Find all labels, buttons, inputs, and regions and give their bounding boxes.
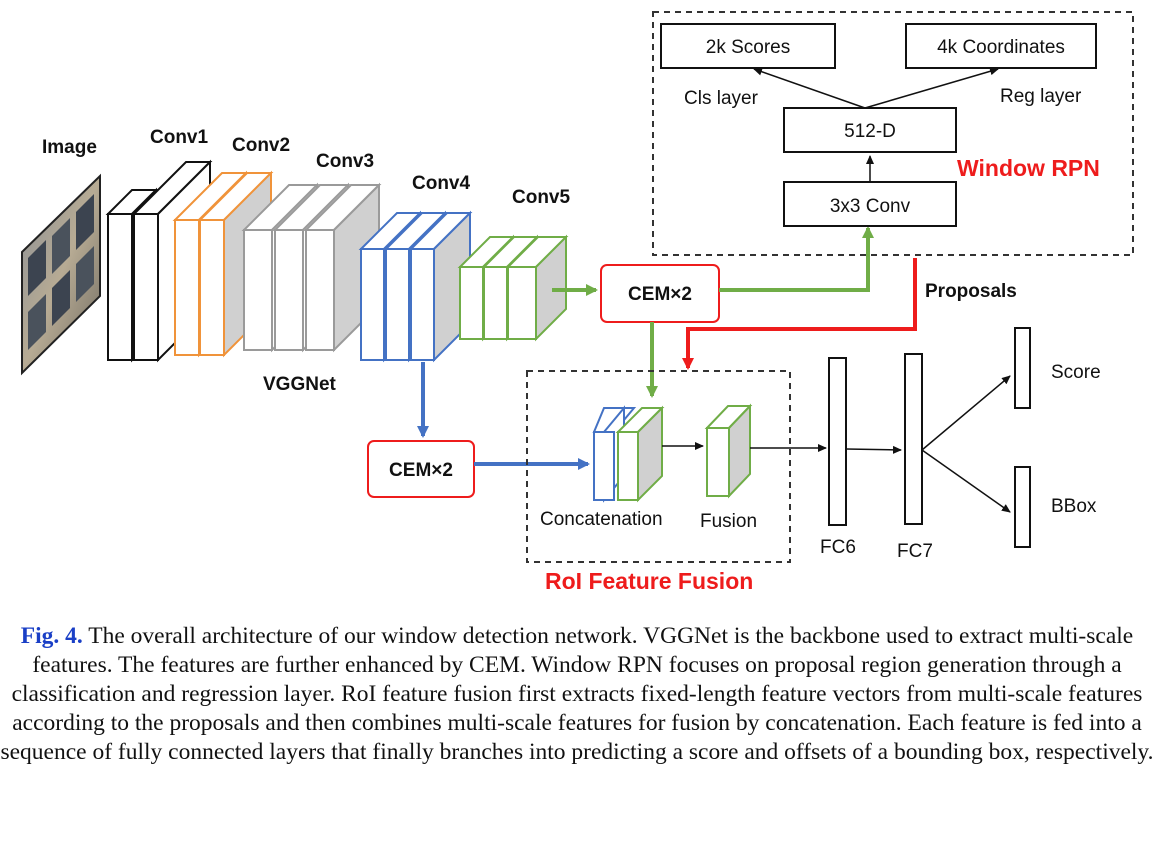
fusion-label: Fusion: [700, 511, 757, 532]
cem-top-box: [600, 264, 720, 323]
image-label: Image: [42, 137, 97, 158]
conv1-label: Conv1: [150, 127, 209, 148]
to-scores-arrow: [753, 67, 866, 109]
reg-layer-label: Reg layer: [1000, 86, 1082, 107]
coords-box: [905, 23, 1097, 69]
fc7-to-score-arrow: [921, 375, 1011, 451]
coords-box-label: 4k Coordinates: [937, 37, 1065, 58]
vggnet-label: VGGNet: [263, 374, 337, 395]
d512-box-label: 512-D: [844, 121, 896, 142]
conv5-label: Conv5: [512, 187, 571, 208]
conv3x3-box-label: 3x3 Conv: [830, 196, 911, 217]
bbox-output: [1014, 466, 1031, 548]
conv5-block: [457, 234, 569, 342]
to-coords-arrow: [864, 67, 999, 109]
scores-box-label: 2k Scores: [706, 37, 790, 58]
conv2-label: Conv2: [232, 135, 290, 156]
conv3x3-box: [783, 181, 957, 227]
fc6-layer: [828, 357, 847, 526]
concat-block: [592, 405, 665, 503]
fc6-to-fc7-arrow: [845, 445, 902, 454]
scores-box: [660, 23, 836, 69]
cem-to-rpn-arrow: [719, 226, 874, 292]
cem-bottom-label: CEM×2: [389, 460, 453, 481]
window-rpn-region: [652, 11, 1134, 256]
caption-text: The overall architecture of our window d…: [0, 623, 1154, 765]
concatenation-label: Concatenation: [540, 509, 663, 530]
cem-top-label: CEM×2: [628, 284, 692, 305]
roi-fusion-title: RoI Feature Fusion: [545, 568, 753, 594]
proposals-arrow: [682, 258, 917, 370]
figure-label: Fig. 4.: [20, 623, 83, 649]
fc6-label: FC6: [820, 537, 856, 558]
architecture-diagram: Image Conv1 Conv2 Conv3 VGGNet: [21, 11, 1134, 594]
roi-fusion-region: [526, 370, 791, 563]
conv4-label: Conv4: [412, 173, 471, 194]
figure-caption: Fig. 4. The overall architecture of our …: [0, 622, 1154, 767]
conv3-block: [241, 182, 382, 353]
fc7-to-bbox-arrow: [921, 449, 1011, 513]
input-image: [21, 173, 101, 376]
conv3-label: Conv3: [316, 151, 374, 172]
score-label: Score: [1051, 362, 1101, 383]
score-output: [1014, 327, 1031, 409]
conv4-block: [358, 210, 473, 363]
cem-bottom-box: [367, 440, 475, 498]
cls-layer-label: Cls layer: [684, 88, 759, 109]
fc7-layer: [904, 353, 923, 525]
d512-box: [783, 107, 957, 153]
window-rpn-title: Window RPN: [957, 155, 1100, 181]
fusion-block: [704, 403, 753, 499]
bbox-label: BBox: [1051, 496, 1097, 517]
proposals-label: Proposals: [925, 281, 1017, 302]
fc7-label: FC7: [897, 541, 933, 562]
